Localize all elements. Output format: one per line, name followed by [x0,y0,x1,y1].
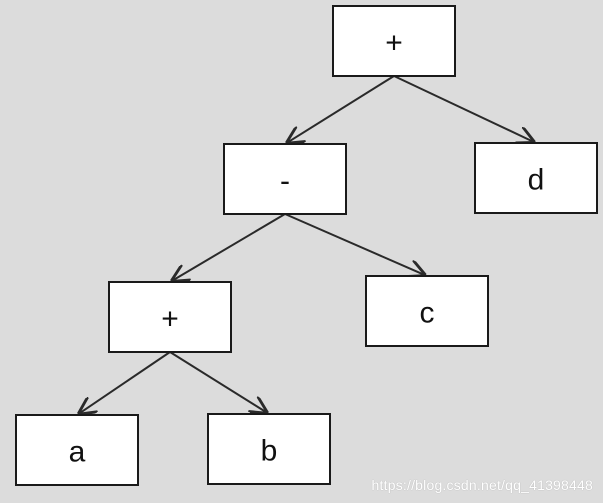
node-plus2-box [108,281,232,353]
node-b: b [207,413,331,485]
node-b-box [207,413,331,485]
node-d: d [474,142,598,214]
node-c-box [365,275,489,347]
edge-root-d [393,75,533,142]
node-d-label: d [528,164,545,197]
edges-layer [79,75,533,413]
node-minus: - [223,143,347,215]
node-root: + [332,5,456,77]
node-a: a [15,414,139,486]
node-b-label: b [261,435,278,468]
node-a-label: a [69,436,86,469]
edge-minus-c [284,213,424,275]
node-plus2: + [108,281,232,353]
node-root-label: + [385,27,403,60]
edge-root-minus [288,75,395,142]
node-a-box [15,414,139,486]
edge-plus2-b [169,351,266,412]
edge-plus2-a [79,351,171,413]
edge-minus-plus2 [173,213,286,280]
node-plus2-label: + [161,303,179,336]
node-d-box [474,142,598,214]
nodes-layer: + - d + c a b [15,5,598,486]
watermark-text: https://blog.csdn.net/qq_41398448 [371,477,593,493]
node-minus-label: - [280,165,290,198]
node-minus-box [223,143,347,215]
node-c: c [365,275,489,347]
node-c-label: c [420,297,435,330]
node-root-box [332,5,456,77]
